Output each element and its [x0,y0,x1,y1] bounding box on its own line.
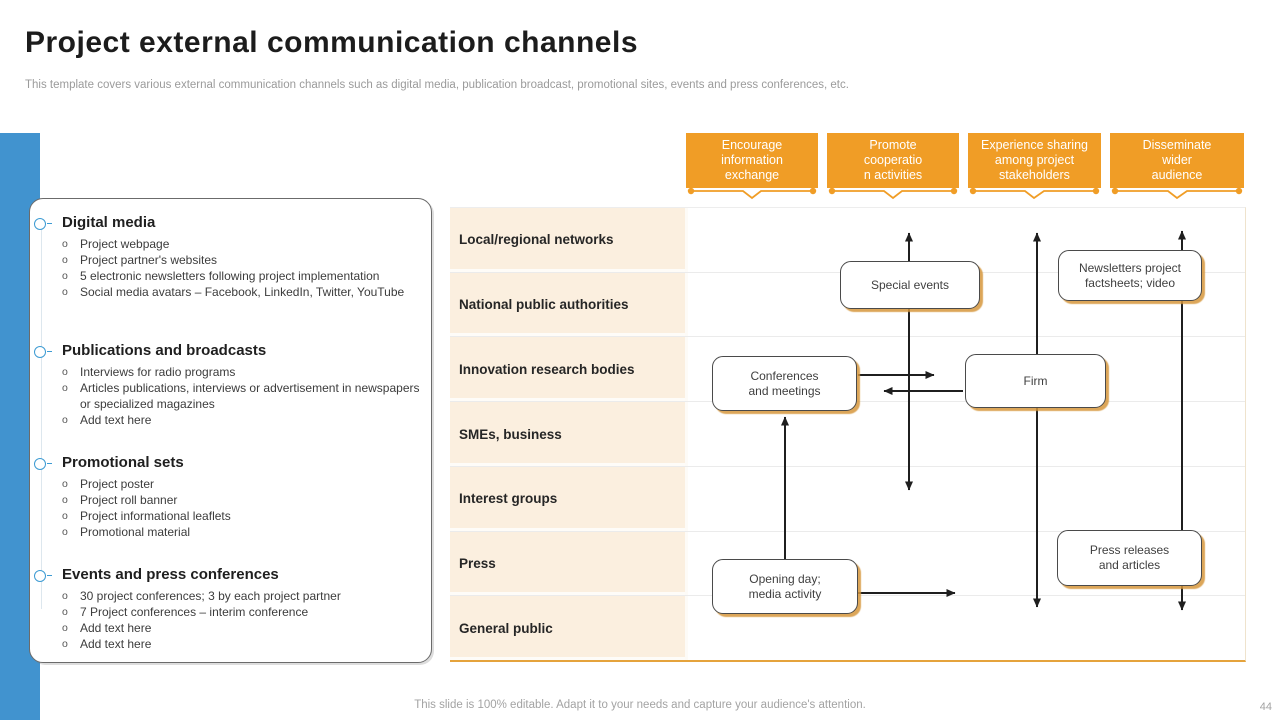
callout-conferences: Conferences and meetings [712,356,857,411]
table-row: Interest groups [450,466,1245,532]
callout-newsletters: Newsletters project factsheets; video [1058,250,1202,301]
bullet-item: Project poster [30,476,421,492]
bullet-item: Project informational leaflets [30,508,421,524]
table-row: National public authorities [450,272,1245,338]
row-label: Innovation research bodies [450,337,685,402]
section-publications: Publications and broadcasts Interviews f… [30,342,431,428]
circle-dash-icon [34,346,52,358]
channels-panel: Digital media Project webpage Project pa… [29,198,432,663]
row-label: Press [450,531,685,596]
callout-special-events: Special events [840,261,980,309]
row-label: General public [450,596,685,661]
row-label: National public authorities [450,272,685,337]
section-events-press: Events and press conferences 30 project … [30,566,431,652]
header-pointer-icon [1111,187,1243,200]
section-title: Digital media [62,214,156,231]
bullet-item: Project roll banner [30,492,421,508]
section-title: Publications and broadcasts [62,342,267,359]
row-label: Interest groups [450,466,685,531]
bullet-item: 30 project conferences; 3 by each projec… [30,588,421,604]
bullet-item: 5 electronic newsletters following proje… [30,268,421,284]
bullet-item: 7 Project conferences – interim conferen… [30,604,421,620]
header-pointer-icon [969,187,1100,200]
callout-opening-day: Opening day; media activity [712,559,858,614]
header-pointer-icon [828,187,958,200]
column-header-1: Encourage information exchange [686,133,818,188]
page-number: 44 [1259,701,1272,713]
section-title: Promotional sets [62,454,184,471]
row-label: Local/regional networks [450,208,685,272]
header-pointer-icon [687,187,817,200]
column-header-2: Promote cooperatio n activities [827,133,959,188]
bullet-item: Add text here [30,412,421,428]
row-cells [685,402,1245,466]
column-header-3: Experience sharing among project stakeho… [968,133,1101,188]
circle-dash-icon [34,458,52,470]
circle-dash-icon [34,570,52,582]
bullet-item: Social media avatars – Facebook, LinkedI… [30,284,421,300]
page-title: Project external communication channels [25,26,639,59]
section-digital-media: Digital media Project webpage Project pa… [30,214,431,300]
page-subtitle: This template covers various external co… [25,79,849,91]
callout-firm: Firm [965,354,1106,408]
bullet-item: Add text here [30,636,421,652]
bullet-item: Interviews for radio programs [30,364,421,380]
bullet-item: Articles publications, interviews or adv… [30,380,421,412]
bullet-item: Project webpage [30,236,421,252]
callout-press-releases: Press releases and articles [1057,530,1202,586]
column-header-4: Disseminate wider audience [1110,133,1244,188]
section-title: Events and press conferences [62,566,279,583]
table-row: SMEs, business [450,402,1245,467]
footer-note: This slide is 100% editable. Adapt it to… [414,699,866,711]
section-promotional-sets: Promotional sets Project poster Project … [30,454,431,540]
circle-dash-icon [34,218,52,230]
bullet-item: Add text here [30,620,421,636]
row-cells [685,466,1245,531]
bullet-item: Promotional material [30,524,421,540]
bullet-item: Project partner's websites [30,252,421,268]
row-label: SMEs, business [450,402,685,466]
